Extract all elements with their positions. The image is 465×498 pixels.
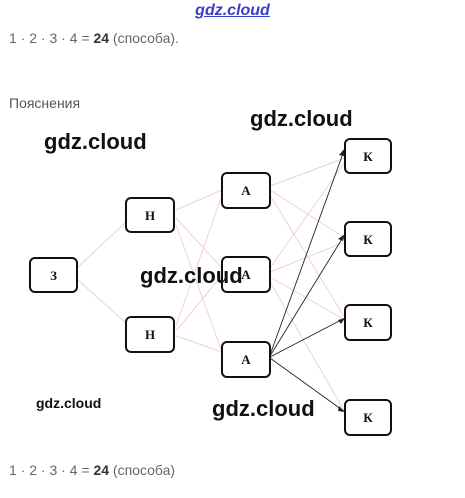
watermark: gdz.cloud: [140, 263, 243, 288]
node-label: Н: [145, 327, 155, 342]
node-label: К: [363, 149, 373, 164]
watermark: gdz.cloud: [250, 106, 353, 131]
node-k-1: К: [344, 138, 392, 174]
node-label: А: [241, 183, 251, 198]
node-a-2: А: [221, 256, 271, 293]
node-label: А: [241, 267, 251, 282]
formula-top: 1 · 2 · 3 · 4 = 24 (способа).: [9, 30, 179, 46]
node-n-1: Н: [125, 197, 175, 233]
node-k-3: К: [344, 304, 392, 341]
node-k-4: К: [344, 399, 392, 436]
watermark-top: gdz.cloud: [195, 2, 270, 19]
watermark: gdz.cloud: [212, 396, 315, 421]
node-z: З: [29, 257, 78, 293]
watermark: gdz.cloud: [36, 395, 102, 411]
node-a-3: А: [221, 341, 271, 378]
node-n-2: Н: [125, 316, 175, 353]
node-label: З: [50, 268, 57, 283]
node-label: Н: [145, 208, 155, 223]
node-label: К: [363, 315, 373, 330]
formula-result: 24: [93, 30, 110, 46]
node-k-2: К: [344, 221, 392, 257]
node-label: А: [241, 352, 251, 367]
node-label: К: [363, 232, 373, 247]
watermark: gdz.cloud: [44, 129, 147, 154]
formula-result: 24: [93, 462, 110, 478]
section-heading: Пояснения: [9, 95, 81, 111]
formula-bottom: 1 · 2 · 3 · 4 = 24 (способа): [9, 462, 176, 478]
node-a-1: А: [221, 172, 271, 209]
node-label: К: [363, 410, 373, 425]
